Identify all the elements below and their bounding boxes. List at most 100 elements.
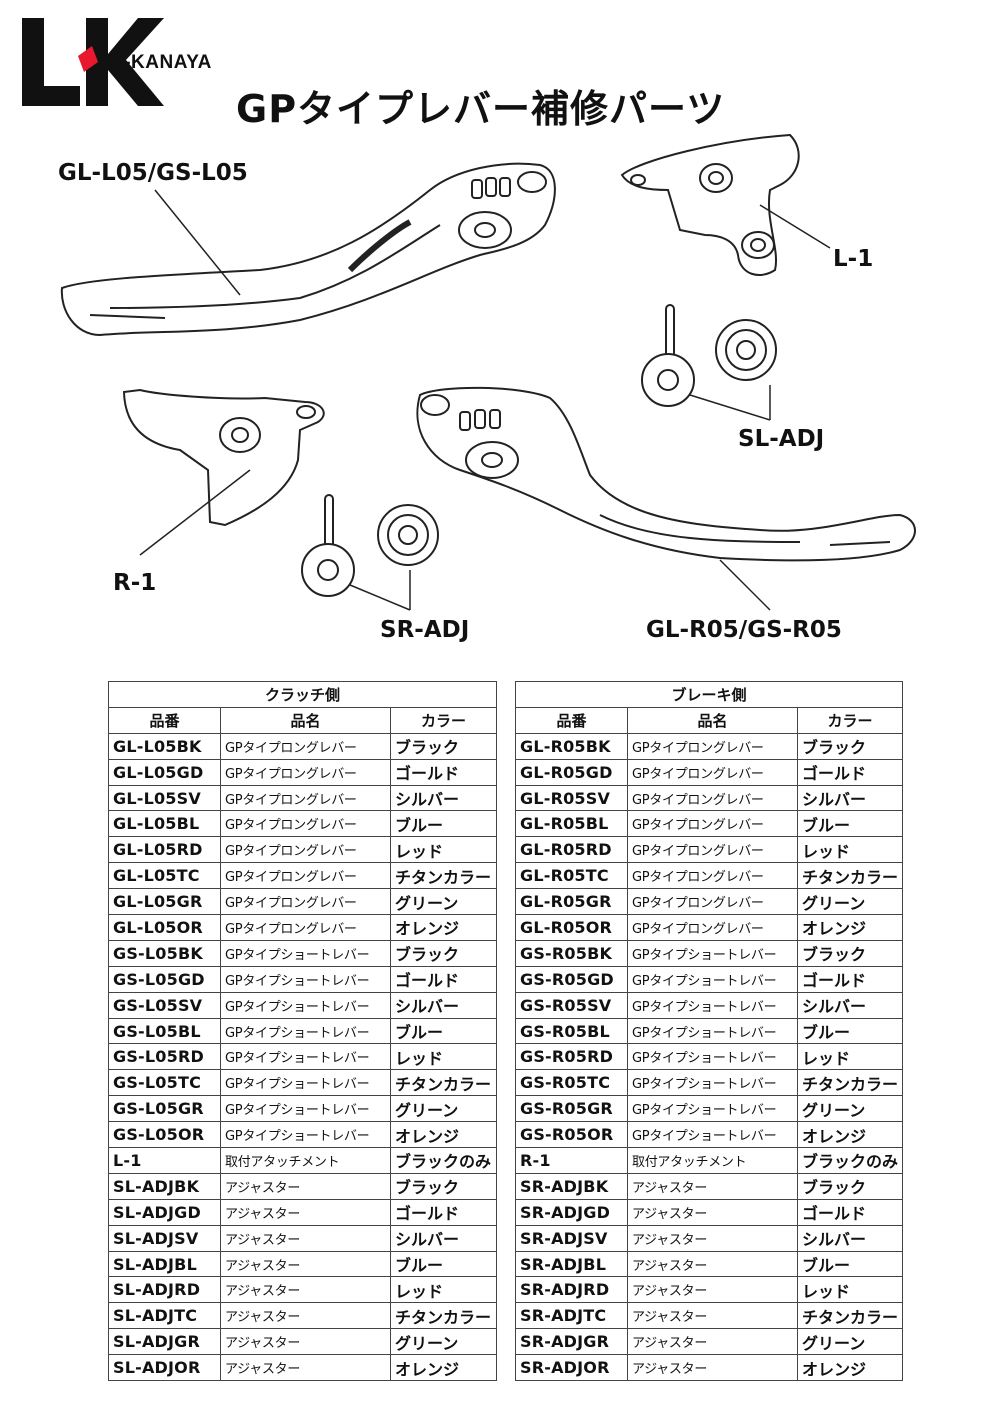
col-header-color: カラー — [796, 706, 904, 734]
product-name-cell: アジャスター — [627, 1276, 798, 1304]
brand-name: U-KANAYA — [110, 52, 212, 73]
brand-logo: U-KANAYA — [18, 14, 278, 114]
product-name-cell: GPタイプロングレバー — [627, 758, 798, 786]
color-cell: ゴールド — [389, 758, 498, 786]
part-number-cell: GL-L05BK — [108, 732, 221, 760]
color-cell: ブルー — [796, 1250, 904, 1278]
color-cell: ブルー — [389, 1017, 498, 1045]
part-number-cell: SR-ADJRD — [515, 1276, 628, 1304]
product-name-cell: GPタイプロングレバー — [220, 862, 391, 890]
part-number-cell: SR-ADJTC — [515, 1302, 628, 1330]
uk-logo-mark — [22, 18, 164, 106]
product-name-cell: GPタイプロングレバー — [627, 784, 798, 812]
part-number-cell: SR-ADJSV — [515, 1224, 628, 1252]
part-number-cell: GL-L05GR — [108, 888, 221, 916]
part-number-cell: GS-L05GD — [108, 965, 221, 993]
part-number-cell: SL-ADJSV — [108, 1224, 221, 1252]
color-cell: レッド — [389, 1043, 498, 1071]
color-cell: ブラック — [796, 1172, 904, 1200]
product-name-cell: GPタイプロングレバー — [220, 784, 391, 812]
part-number-cell: SL-ADJRD — [108, 1276, 221, 1304]
color-cell: ブルー — [796, 810, 904, 838]
color-cell: ゴールド — [796, 1198, 904, 1226]
part-number-cell: GS-R05BL — [515, 1017, 628, 1045]
sr-adj-drawing — [301, 494, 439, 597]
part-number-cell: SR-ADJBL — [515, 1250, 628, 1278]
part-number-cell: GS-L05SV — [108, 991, 221, 1019]
product-name-cell: GPタイプロングレバー — [220, 888, 391, 916]
part-number-cell: GS-R05OR — [515, 1121, 628, 1149]
color-cell: シルバー — [389, 784, 498, 812]
product-name-cell: GPタイプロングレバー — [627, 732, 798, 760]
part-number-cell: SL-ADJBL — [108, 1250, 221, 1278]
product-name-cell: アジャスター — [627, 1198, 798, 1226]
color-cell: グリーン — [389, 1328, 498, 1356]
part-number-cell: GS-L05OR — [108, 1121, 221, 1149]
part-number-cell: GL-L05TC — [108, 862, 221, 890]
l1-bracket-drawing — [620, 133, 800, 276]
part-number-cell: SR-ADJGD — [515, 1198, 628, 1226]
color-cell: チタンカラー — [796, 1302, 904, 1330]
part-number-cell: GL-R05TC — [515, 862, 628, 890]
part-number-cell: GL-L05BL — [108, 810, 221, 838]
product-name-cell: GPタイプロングレバー — [220, 758, 391, 786]
color-cell: シルバー — [796, 1224, 904, 1252]
product-name-cell: GPタイプショートレバー — [220, 1095, 391, 1123]
product-name-cell: アジャスター — [220, 1198, 391, 1226]
part-number-cell: GL-R05GD — [515, 758, 628, 786]
product-name-cell: アジャスター — [627, 1354, 798, 1382]
color-cell: ブルー — [389, 810, 498, 838]
product-name-cell: GPタイプショートレバー — [627, 939, 798, 967]
part-number-cell: GL-R05OR — [515, 914, 628, 941]
part-number-cell: GL-R05RD — [515, 836, 628, 864]
color-cell: ゴールド — [389, 965, 498, 993]
product-name-cell: GPタイプショートレバー — [220, 1043, 391, 1071]
color-cell: ゴールド — [389, 1198, 498, 1226]
product-name-cell: GPタイプショートレバー — [627, 1043, 798, 1071]
color-cell: レッド — [389, 836, 498, 864]
red-accent-shape — [78, 46, 98, 72]
label-gl-l05: GL-L05/GS-L05 — [58, 160, 248, 186]
product-name-cell: 取付アタッチメント — [220, 1147, 391, 1174]
product-name-cell: アジャスター — [627, 1172, 798, 1200]
col-header-product-name: 品名 — [627, 706, 798, 734]
part-number-cell: GS-L05BL — [108, 1017, 221, 1045]
label-sl-adj: SL-ADJ — [738, 426, 825, 452]
product-name-cell: GPタイプショートレバー — [627, 1069, 798, 1097]
col-header-color: カラー — [389, 706, 498, 734]
col-header-product-name: 品名 — [220, 706, 391, 734]
product-name-cell: GPタイプロングレバー — [627, 862, 798, 890]
part-number-cell: SL-ADJTC — [108, 1302, 221, 1330]
label-sr-adj: SR-ADJ — [380, 617, 470, 643]
part-number-cell: GL-R05BK — [515, 732, 628, 760]
product-name-cell: GPタイプショートレバー — [220, 1069, 391, 1097]
part-number-cell: SR-ADJGR — [515, 1328, 628, 1356]
leader-lines — [139, 189, 831, 611]
color-cell: グリーン — [796, 888, 904, 916]
color-cell: オレンジ — [389, 1121, 498, 1149]
label-gl-r05: GL-R05/GS-R05 — [646, 617, 842, 643]
part-number-cell: R-1 — [515, 1147, 628, 1174]
